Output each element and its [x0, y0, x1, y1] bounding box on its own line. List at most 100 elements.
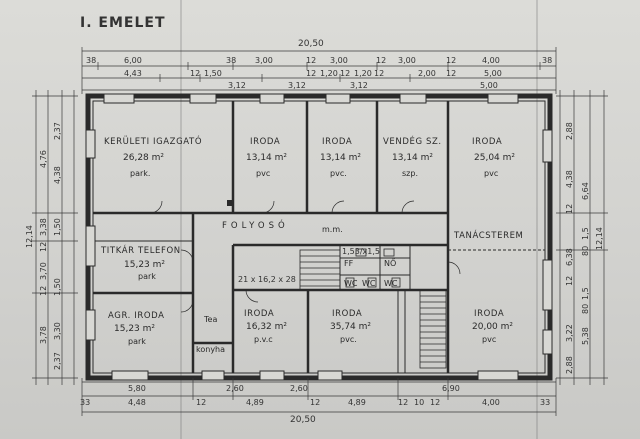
room-name: AGR. IRODA: [108, 311, 165, 321]
dim-label: 6,90: [442, 384, 460, 393]
wc-label: WC: [362, 279, 376, 288]
dim-label-vertical: 3,22: [565, 324, 574, 342]
room-name: KERÜLETI IGAZGATÓ: [104, 137, 203, 147]
wc-fixtures: [345, 248, 401, 288]
dim-label: 12: [430, 398, 441, 407]
dim-label: 6,00: [124, 56, 142, 65]
dim-label-vertical: 2,37: [53, 122, 62, 140]
dim-label: 2,00: [418, 69, 436, 78]
dim-label: 4,00: [482, 398, 500, 407]
staircase: [299, 249, 447, 369]
room-area: 26,28 m²: [123, 153, 165, 163]
dim-label: 4,48: [128, 398, 146, 407]
windows-sides: [85, 129, 553, 355]
dim-label: 1,50: [204, 69, 222, 78]
dimension-ticks: [32, 47, 608, 416]
dim-label: 33: [80, 398, 91, 407]
room-floor: pvc.: [330, 169, 347, 178]
dim-label: 2,60: [290, 384, 308, 393]
landing-label: 1,53/x1,5: [342, 247, 380, 256]
dim-label: 3,00: [255, 56, 273, 65]
dim-label: 1,20: [354, 69, 372, 78]
wc-label: FF: [344, 259, 354, 268]
room-area: 25,04 m²: [474, 153, 516, 163]
dim-label-vertical: 12,14: [595, 227, 604, 250]
room-floor: szp.: [402, 169, 418, 178]
corridor-floor: m.m.: [322, 225, 343, 234]
dim-label: 12: [196, 398, 207, 407]
dim-label-vertical: 6,64: [581, 182, 590, 200]
room-floor: park: [128, 337, 146, 346]
wc-label: NŐ: [384, 259, 397, 268]
room-area: 15,23 m²: [114, 324, 156, 334]
room-name: IRODA: [474, 309, 505, 319]
room-area: 35,74 m²: [330, 322, 372, 332]
dim-label-vertical: 12,14: [25, 225, 34, 248]
dim-label-vertical: 2,88: [565, 356, 574, 374]
dim-label: 3,12: [350, 81, 368, 90]
dim-label: 12: [340, 69, 351, 78]
wc-label: WC: [384, 279, 398, 288]
dim-label: 3,00: [398, 56, 416, 65]
plan-title: I. EMELET: [80, 15, 166, 31]
dim-label-vertical: 5,38: [581, 327, 590, 345]
dim-label: 12: [374, 69, 385, 78]
room-name: IRODA: [244, 309, 275, 319]
dim-label-vertical: 80: [581, 303, 590, 314]
room-area: 13,14 m²: [392, 153, 434, 163]
dimension-lines: [35, 50, 605, 413]
room-floor: park.: [130, 169, 151, 178]
room-floor: pvc.: [340, 335, 357, 344]
dim-label: 5,80: [128, 384, 146, 393]
paper-fold-line: [180, 0, 182, 439]
dim-label-vertical: 12: [565, 275, 574, 286]
dim-label: 10: [414, 398, 425, 407]
overall-width-top: 20,50: [298, 39, 324, 49]
dim-label: 4,89: [246, 398, 264, 407]
dim-label-vertical: 1,50: [53, 218, 62, 236]
dim-label: 38: [542, 56, 553, 65]
corridor-name: FOLYOSÓ: [222, 221, 289, 231]
room-name: IRODA: [322, 137, 353, 147]
room-name: IRODA: [332, 309, 363, 319]
dim-label: 4,00: [482, 56, 500, 65]
dim-label: 12: [306, 56, 317, 65]
dim-label-vertical: 4,76: [39, 150, 48, 168]
dim-label-vertical: 12: [565, 203, 574, 214]
room-area: 13,14 m²: [320, 153, 362, 163]
dim-label-vertical: 3,70: [39, 262, 48, 280]
room-name: IRODA: [472, 137, 503, 147]
dim-label: 4,89: [348, 398, 366, 407]
dim-label: 5,00: [480, 81, 498, 90]
room-floor: pvc: [484, 169, 499, 178]
dim-label-vertical: 3,78: [39, 326, 48, 344]
room-area: 15,23 m²: [124, 260, 166, 270]
dim-label: 12: [190, 69, 201, 78]
windows-bottom: [111, 370, 519, 381]
dim-label: 2,60: [226, 384, 244, 393]
dim-label: 1,20: [320, 69, 338, 78]
dim-label: 4,43: [124, 69, 142, 78]
dim-label: 12: [446, 69, 457, 78]
dim-label-vertical: 80: [581, 245, 590, 256]
windows-top: [103, 93, 519, 104]
dim-label-vertical: 1,50: [53, 278, 62, 296]
dim-label: 12: [376, 56, 387, 65]
dim-label-vertical: 1,5: [581, 287, 590, 300]
dim-label: 3,00: [330, 56, 348, 65]
dim-label-vertical: 3,38: [39, 218, 48, 236]
dim-label: 33: [540, 398, 551, 407]
paper-fold-line: [536, 0, 538, 439]
dim-label: 5,00: [484, 69, 502, 78]
dim-label: 3,12: [288, 81, 306, 90]
dim-label-vertical: 4,38: [53, 166, 62, 184]
room-floor: p.v.c: [254, 335, 273, 344]
room-floor: pvc: [256, 169, 271, 178]
room-name: TITKÁR TELEFON: [101, 246, 181, 256]
room-name: IRODA: [250, 137, 281, 147]
dim-label: 12: [398, 398, 409, 407]
door-swings: [149, 200, 461, 313]
room-area: 13,14 m²: [246, 153, 288, 163]
tea-label: Tea: [204, 315, 218, 324]
